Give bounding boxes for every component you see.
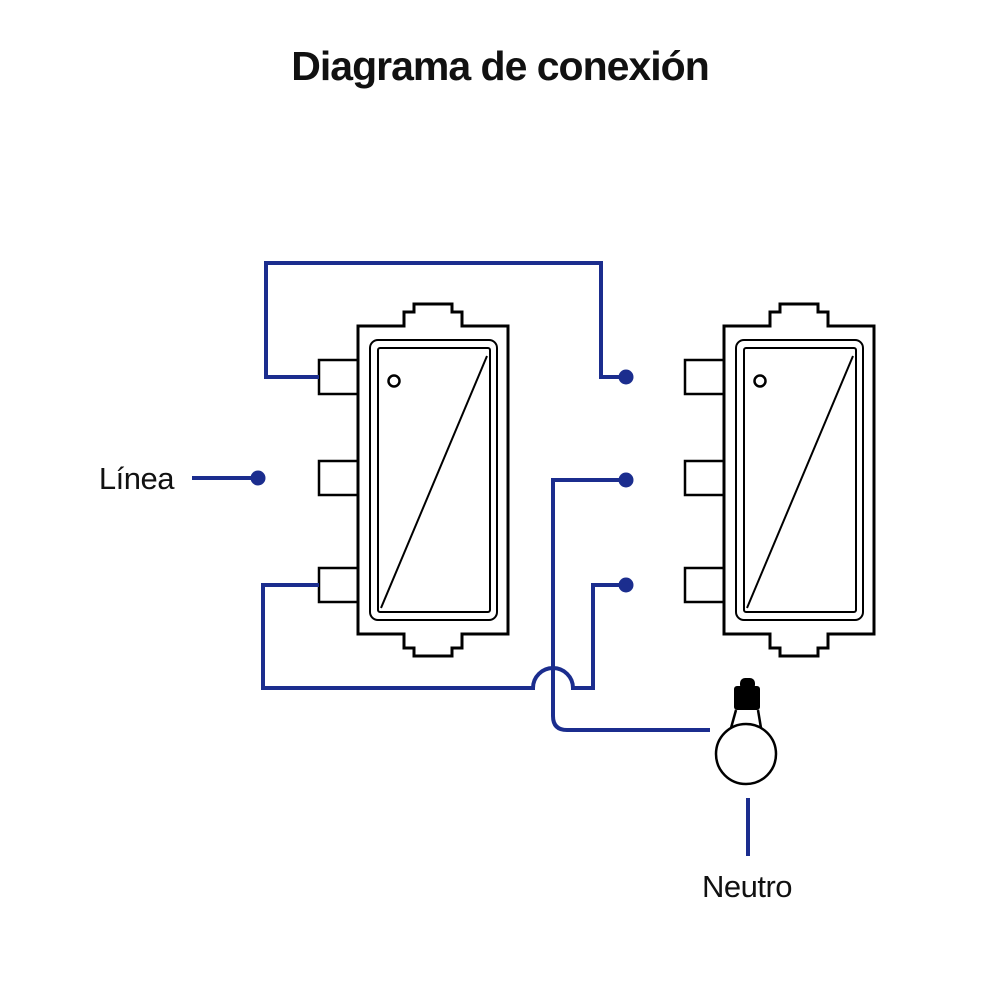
switch2-indicator-hole-icon xyxy=(753,374,767,388)
switch1-inner-frame xyxy=(369,339,498,621)
switch1-terminal-bottom xyxy=(317,566,360,604)
switch2-rocker-diagonal xyxy=(746,355,854,609)
wire-traveler-top xyxy=(264,261,620,379)
junction-dot-linea xyxy=(250,470,266,486)
wire-common-to-bulb xyxy=(551,478,710,732)
junction-dot-traveler-bottom xyxy=(618,577,634,593)
bulb-neck-left xyxy=(729,709,738,729)
switch2-terminal-bottom xyxy=(683,566,726,604)
junction-dot-common xyxy=(618,472,634,488)
switch1-rocker-panel xyxy=(377,347,491,613)
switch2-terminal-middle xyxy=(683,459,726,497)
light-bulb-icon xyxy=(714,678,778,786)
bulb-neck-right xyxy=(756,709,763,729)
diagram-title: Diagrama de conexión xyxy=(291,43,708,89)
switch2-rocker-panel xyxy=(743,347,857,613)
neutro-label: Neutro xyxy=(702,869,792,904)
switch-module-right xyxy=(683,302,876,658)
bulb-glass xyxy=(714,722,778,786)
switch1-body xyxy=(356,302,510,658)
switch-module-left xyxy=(317,302,510,658)
switch1-terminal-top xyxy=(317,358,360,396)
bulb-screw-base xyxy=(734,686,760,710)
switch2-terminal-top xyxy=(683,358,726,396)
switch2-body xyxy=(722,302,876,658)
switch1-terminal-middle xyxy=(317,459,360,497)
switch2-inner-frame xyxy=(735,339,864,621)
switch1-rocker-diagonal xyxy=(380,355,488,609)
linea-label: Línea xyxy=(99,461,175,496)
junction-dot-traveler-top xyxy=(618,369,634,385)
switch1-indicator-hole-icon xyxy=(387,374,401,388)
